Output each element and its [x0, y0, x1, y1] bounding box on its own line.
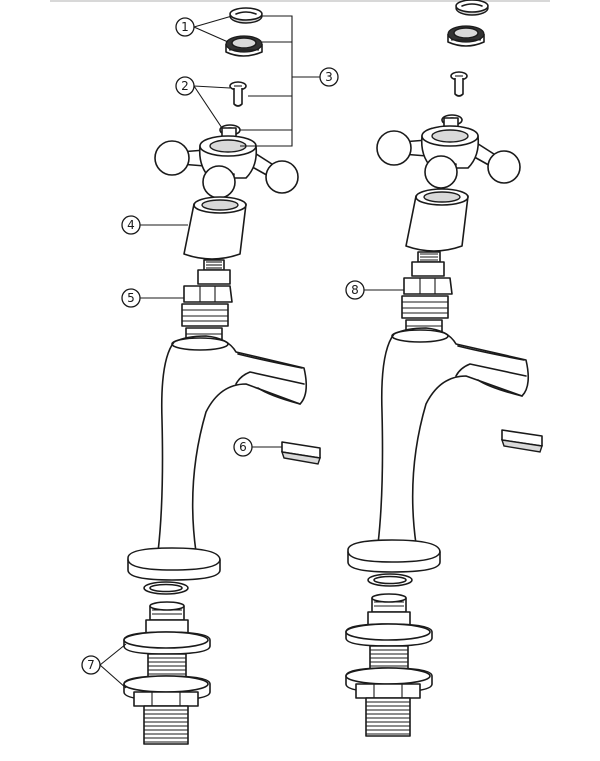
left-indice-cap	[229, 7, 263, 24]
left-tap-assembly	[123, 7, 321, 745]
callout-8: 8	[345, 280, 365, 300]
left-shroud-sleeve	[183, 196, 247, 260]
callout-2-label: 2	[181, 79, 189, 93]
callout-5: 5	[121, 288, 141, 308]
right-cross-handle	[376, 117, 521, 189]
left-screw	[229, 81, 247, 107]
right-aerator	[500, 429, 543, 453]
callout-1-label: 1	[181, 20, 189, 34]
callout-3: 3	[319, 67, 339, 87]
left-shank	[123, 601, 211, 745]
callout-6-label: 6	[239, 440, 247, 454]
leader-lines	[99, 15, 404, 689]
right-shroud-sleeve	[405, 188, 469, 252]
left-tap-body	[127, 335, 308, 581]
callout-2: 2	[175, 76, 195, 96]
right-shroud-nut	[447, 25, 485, 47]
callout-6: 6	[233, 437, 253, 457]
left-aerator	[280, 441, 321, 465]
callout-3-label: 3	[325, 70, 333, 84]
left-cross-handle	[154, 127, 299, 199]
callout-7: 7	[81, 655, 101, 675]
callout-7-label: 7	[87, 658, 95, 672]
callout-4: 4	[121, 215, 141, 235]
callout-1: 1	[175, 17, 195, 37]
right-indice-cap	[455, 0, 489, 16]
right-headwork	[401, 251, 453, 337]
left-o-ring	[143, 581, 189, 595]
callout-8-label: 8	[351, 283, 359, 297]
callout-4-label: 4	[127, 218, 135, 232]
right-tap-assembly	[345, 0, 543, 737]
right-tap-body	[347, 327, 530, 573]
right-shank	[345, 593, 433, 737]
left-shroud-nut	[225, 35, 263, 57]
left-headwork	[181, 259, 233, 345]
right-screw	[450, 71, 468, 97]
callout-5-label: 5	[127, 291, 135, 305]
right-o-ring	[367, 573, 413, 587]
